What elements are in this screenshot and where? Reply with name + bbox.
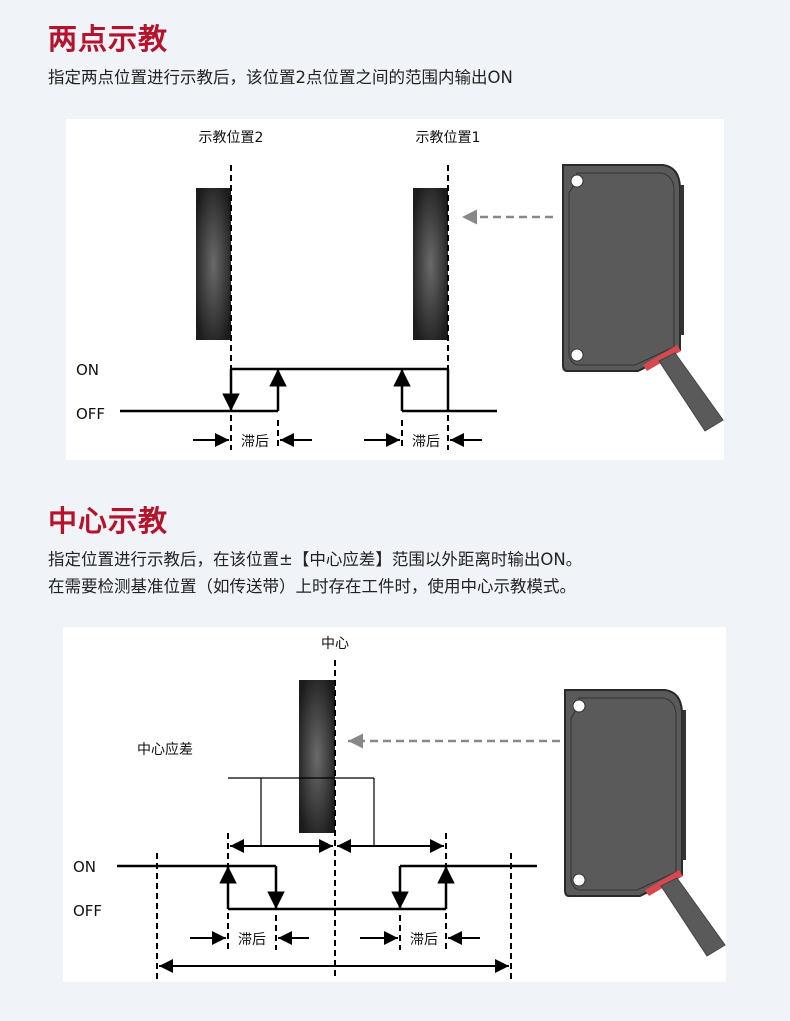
section-description-line-2: 在需要检测基准位置（如传送带）上时存在工件时，使用中心示教模式。 [48,577,576,596]
center-tolerance-label: 中心应差 [137,741,193,758]
target-object [299,680,335,833]
on-label: ON [76,361,99,379]
section-description: 指定两点位置进行示教后，该位置2点位置之间的范围内输出ON [48,68,513,87]
teach-position-2-label: 示教位置2 [199,130,264,146]
target-object-2 [196,188,231,340]
on-label: ON [73,858,96,876]
sensor-image [562,164,724,432]
hysteresis-label: 滞后 [410,932,438,948]
section-description-line-1: 指定位置进行示教后，在该位置±【中心应差】范围以外距离时输出ON。 [48,550,583,569]
hysteresis-label: 滞后 [412,434,440,450]
hysteresis-label: 滞后 [238,932,266,948]
center-teaching-diagram: 中心 中心应差 ON OFF 滞后 滞后 [63,627,726,982]
output-waveform [120,367,497,447]
center-label: 中心 [321,636,349,652]
teach-position-1-label: 示教位置1 [416,130,481,146]
off-label: OFF [73,902,102,920]
sensor-image [564,689,726,957]
off-label: OFF [76,405,105,423]
tolerance-bracket [228,777,375,846]
section-title-center-teaching: 中心示教 [48,504,169,538]
hysteresis-label: 滞后 [241,434,269,450]
section-title-two-point-teaching: 两点示教 [48,22,169,56]
target-object-1 [413,188,448,340]
output-waveform [117,839,537,973]
two-point-teaching-diagram: 示教位置2 示教位置1 ON OFF 滞后 滞后 [66,119,724,460]
